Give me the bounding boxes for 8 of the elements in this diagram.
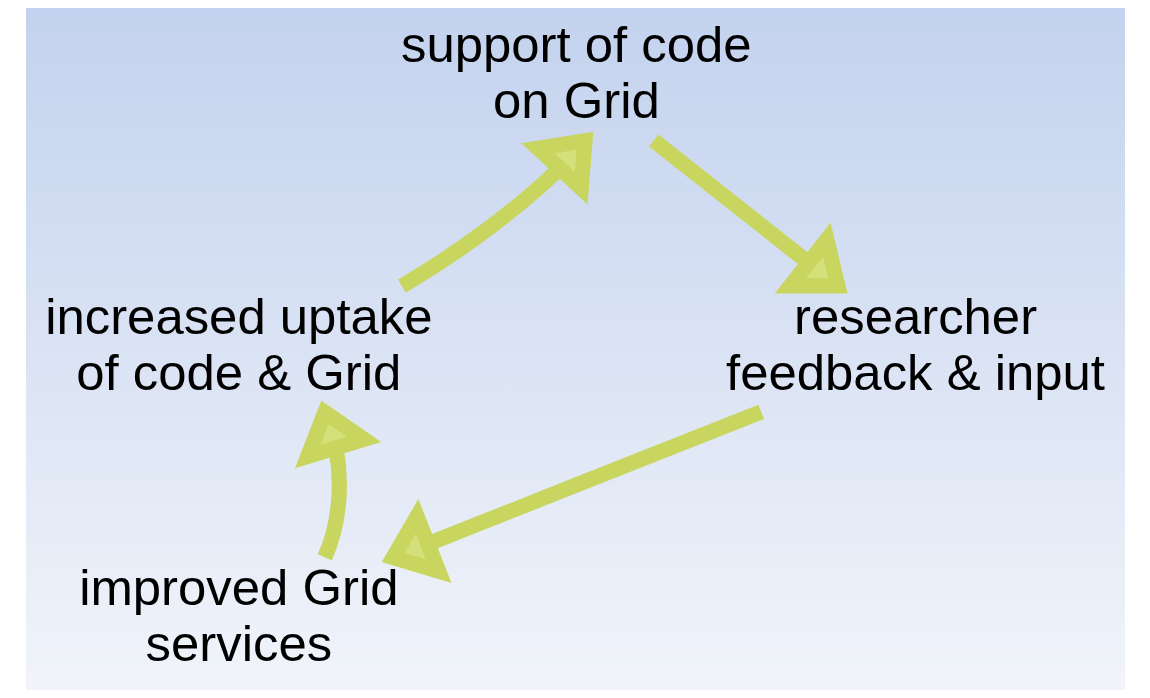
arrow bbox=[648, 134, 848, 294]
node-text: increased uptake of code & Grid bbox=[44, 287, 433, 401]
node-text: support of code on Grid bbox=[400, 16, 752, 130]
arrow bbox=[294, 400, 381, 561]
arrow bbox=[381, 404, 764, 583]
arrow bbox=[397, 131, 593, 293]
node-text: researcher feedback & input bbox=[725, 287, 1105, 401]
node-text: improved Grid services bbox=[78, 559, 399, 673]
